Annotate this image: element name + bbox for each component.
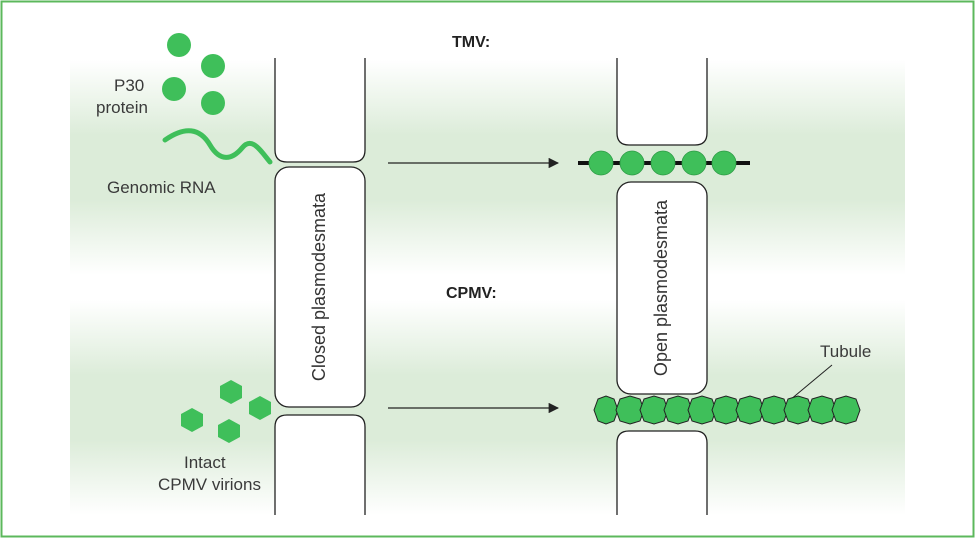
tmv-cell-band	[70, 60, 905, 275]
tubule-label: Tubule	[820, 342, 872, 361]
cpmv-header: CPMV:	[446, 285, 497, 302]
rna-protein-complex	[588, 150, 737, 176]
tubule-hexagon-row	[593, 395, 861, 425]
p30-label-line2: protein	[96, 98, 148, 117]
open-plasmodesmata-label: Open plasmodesmata	[651, 199, 671, 377]
tubule-pointer	[789, 364, 833, 401]
virions-label-line2: CPMV virions	[158, 475, 261, 494]
genomic-rna-strand	[162, 128, 273, 165]
p30-label-line1: P30	[114, 76, 145, 95]
virions-label-line1: Intact	[184, 453, 226, 472]
genomic-rna-label: Genomic RNA	[107, 178, 216, 197]
closed-plasmodesmata-label: Closed plasmodesmata	[309, 192, 329, 382]
tmv-header: TMV:	[452, 34, 491, 51]
cpmv-virions	[181, 380, 271, 443]
right-cell-wall	[616, 58, 708, 515]
left-cell-wall	[274, 58, 366, 515]
p30-protein-dots	[162, 33, 225, 115]
